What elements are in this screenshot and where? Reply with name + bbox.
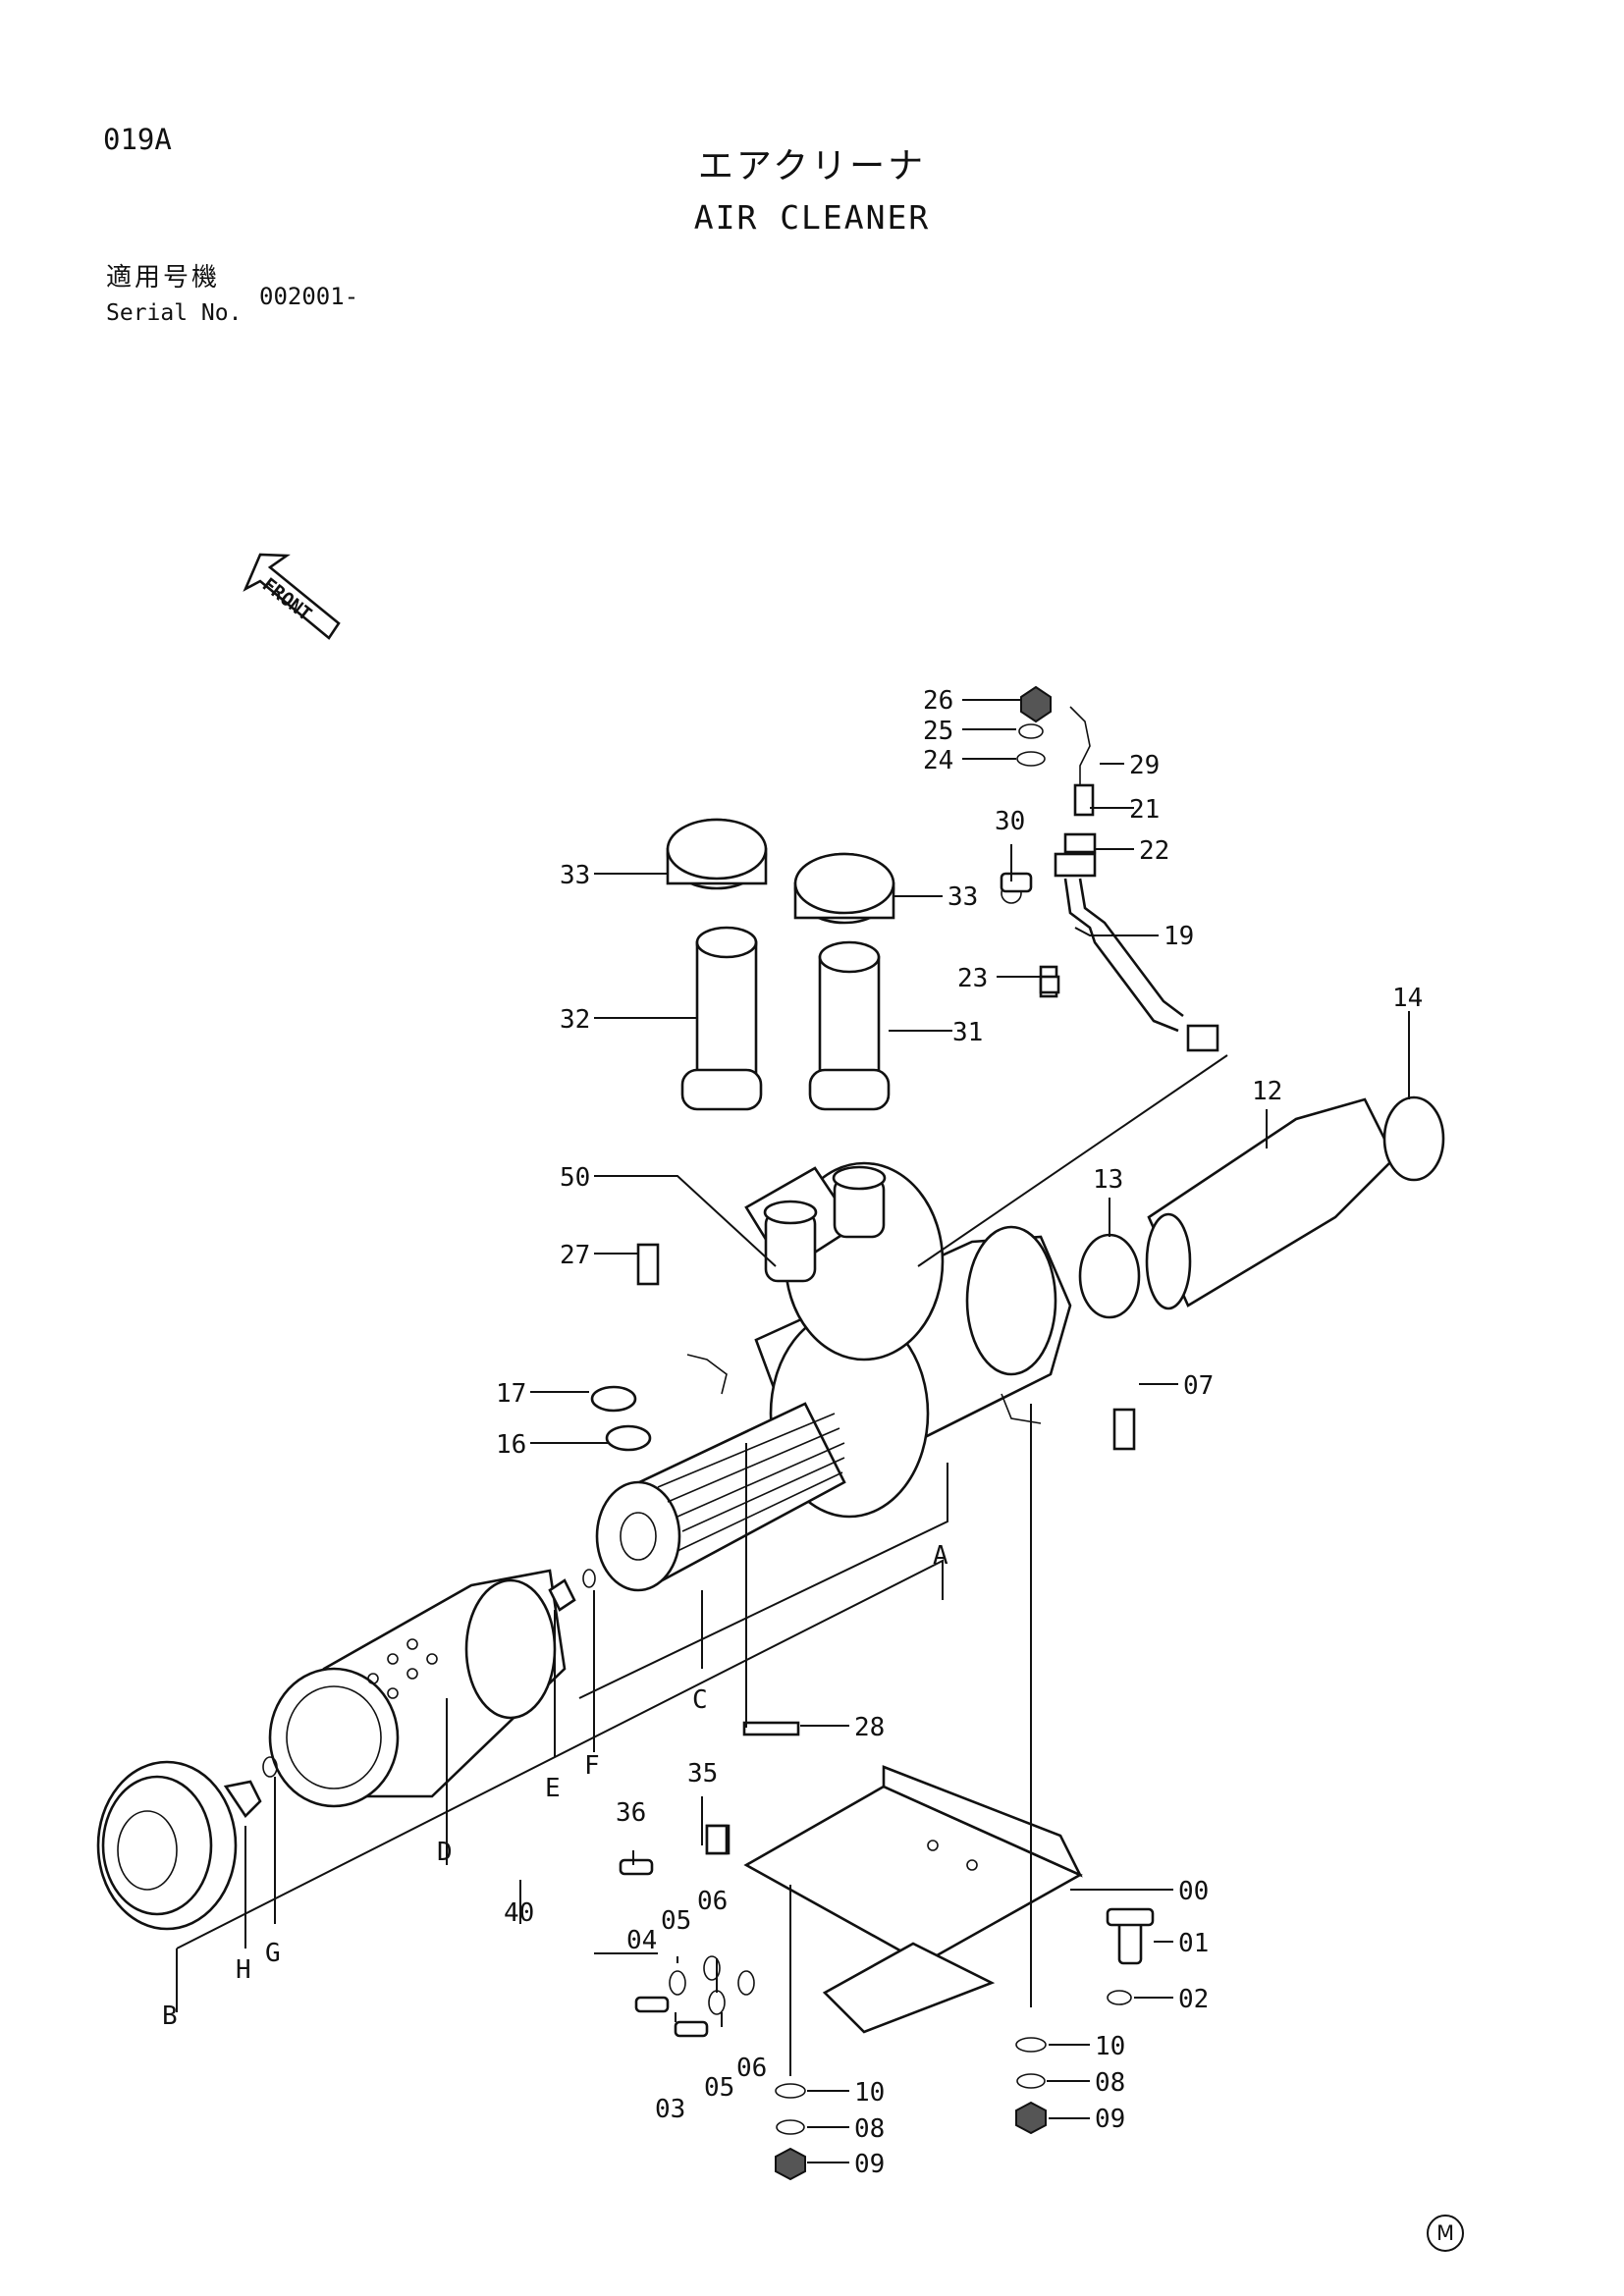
callout-01: 01 — [1178, 1929, 1209, 1958]
callout-06a: 06 — [697, 1887, 728, 1916]
callout-14: 14 — [1392, 984, 1423, 1013]
callout-40: 40 — [504, 1898, 534, 1928]
callout-17: 17 — [496, 1379, 526, 1409]
callout-02: 02 — [1178, 1985, 1209, 2014]
serial-value: 002001- — [259, 283, 359, 310]
callout-A: A — [933, 1541, 948, 1571]
clip-e — [548, 1578, 576, 1612]
end-cap — [96, 1760, 238, 1931]
callout-03: 03 — [655, 2095, 685, 2124]
callout-F: F — [584, 1751, 600, 1781]
o-ring-g — [262, 1756, 278, 1778]
mounting-bracket — [705, 1721, 1083, 2034]
callout-33a: 33 — [560, 861, 590, 890]
callout-19: 19 — [1164, 922, 1194, 951]
callout-09b: 09 — [854, 2150, 885, 2179]
callout-E: E — [545, 1774, 561, 1803]
precleaner-right — [793, 852, 895, 1111]
callout-G: G — [265, 1939, 281, 1968]
restriction-indicator — [1001, 685, 1219, 1052]
callout-05a: 05 — [661, 1906, 691, 1936]
callout-31: 31 — [952, 1018, 983, 1047]
callout-29: 29 — [1129, 751, 1160, 780]
hardware-fasteners — [590, 872, 1155, 2181]
callout-10a: 10 — [1095, 2032, 1125, 2061]
callout-24: 24 — [923, 746, 953, 775]
callout-labels: 00 01 02 03 04 05 05 06 06 07 08 08 09 0… — [162, 686, 1423, 2179]
callout-00: 00 — [1178, 1877, 1209, 1906]
callout-36: 36 — [616, 1798, 646, 1828]
callout-26: 26 — [923, 686, 953, 716]
callout-13: 13 — [1093, 1165, 1123, 1195]
precleaner-left — [666, 818, 768, 1111]
callout-D: D — [437, 1838, 453, 1867]
intake-hose — [1145, 1097, 1396, 1310]
callout-16: 16 — [496, 1430, 526, 1460]
callout-25: 25 — [923, 717, 953, 746]
callout-09a: 09 — [1095, 2105, 1125, 2134]
serial-label-japanese: 適用号機 — [106, 263, 221, 293]
callout-35: 35 — [687, 1759, 718, 1789]
front-arrow-icon: FRONT — [243, 553, 341, 640]
callout-04: 04 — [626, 1926, 657, 1955]
title-japanese: エアクリーナ — [697, 146, 927, 187]
corner-mark: M — [1427, 2215, 1464, 2252]
callout-30: 30 — [995, 807, 1025, 836]
callout-C: C — [692, 1685, 708, 1715]
callout-22: 22 — [1139, 836, 1169, 866]
callout-50: 50 — [560, 1163, 590, 1193]
callout-08a: 08 — [1095, 2068, 1125, 2098]
o-ring-f — [582, 1569, 596, 1588]
callout-H: H — [236, 1955, 251, 1985]
wing-nut-icon — [223, 1780, 262, 1819]
leader-lines — [176, 699, 1410, 2163]
page-code: 019A — [103, 123, 172, 156]
callout-08b: 08 — [854, 2114, 885, 2144]
callout-12: 12 — [1252, 1077, 1282, 1106]
callout-10b: 10 — [854, 2078, 885, 2108]
serial-label-english: Serial No. — [106, 300, 243, 326]
hose-clamp-13 — [1078, 1233, 1141, 1319]
callout-27: 27 — [560, 1241, 590, 1270]
callout-33b: 33 — [947, 882, 978, 912]
filter-element — [595, 1402, 846, 1592]
callout-28: 28 — [854, 1713, 885, 1742]
title-english: AIR CLEANER — [693, 198, 931, 237]
callout-B: B — [162, 2002, 178, 2031]
outer-filter — [268, 1569, 567, 1808]
hose-clamp-14 — [1382, 1095, 1445, 1182]
callout-07: 07 — [1183, 1371, 1214, 1401]
callout-05b: 05 — [704, 2073, 734, 2103]
callout-32: 32 — [560, 1005, 590, 1035]
callout-21: 21 — [1129, 795, 1160, 825]
callout-06b: 06 — [736, 2054, 767, 2083]
callout-23: 23 — [957, 964, 988, 993]
